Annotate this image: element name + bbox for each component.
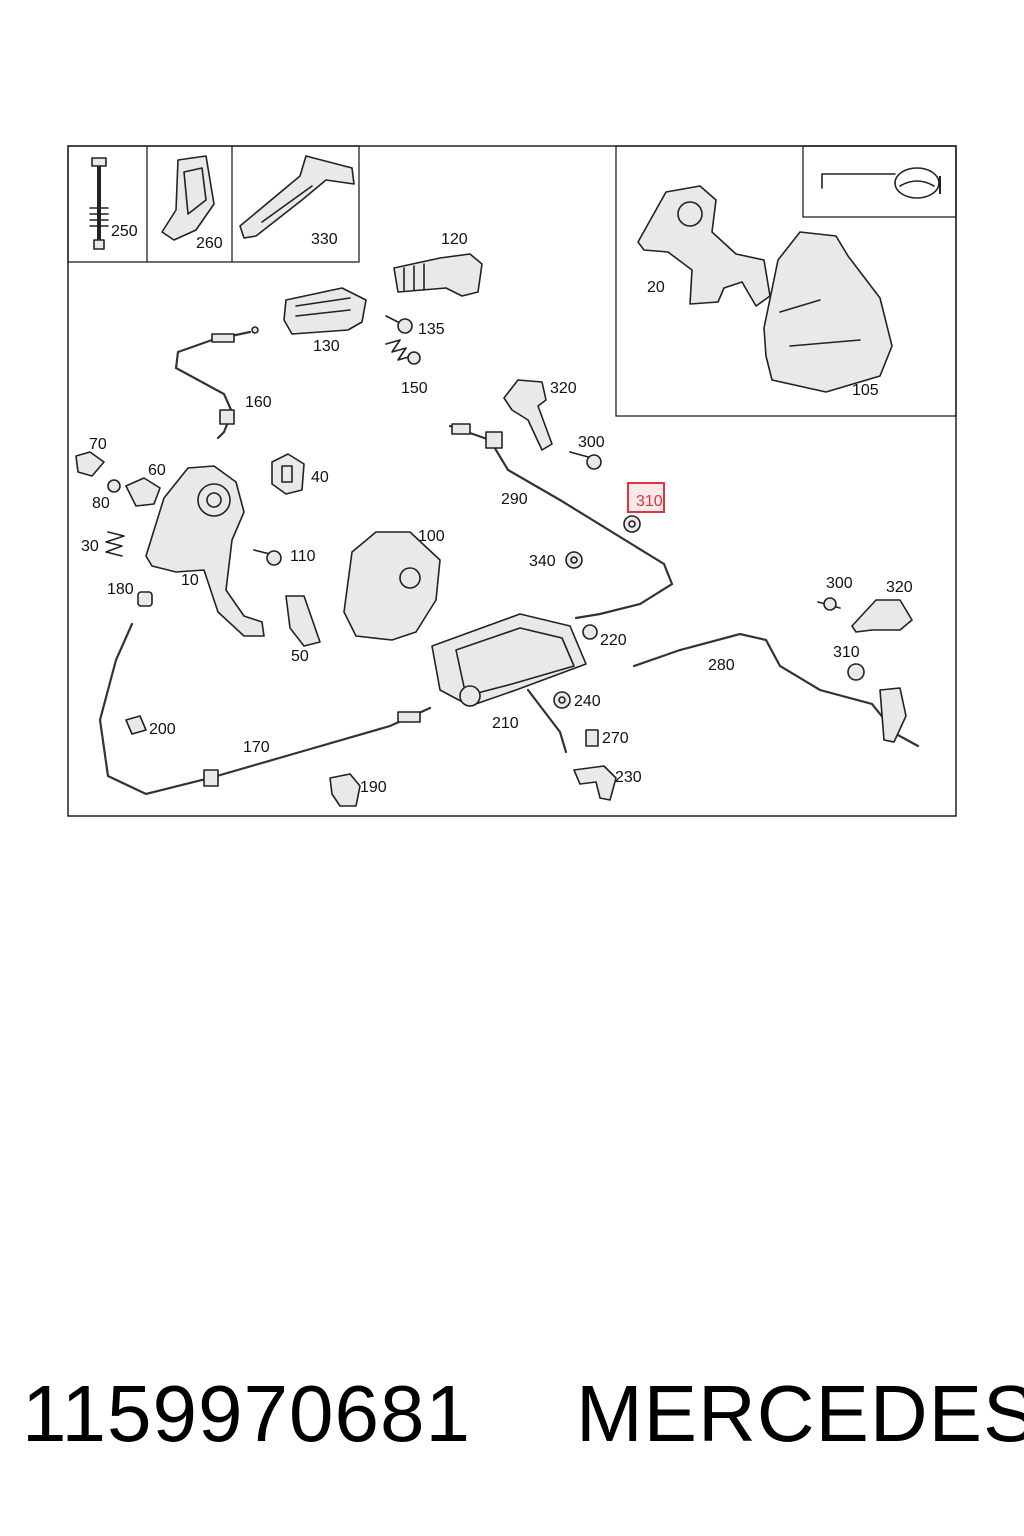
part-290-cable-shape (448, 423, 674, 620)
label-190[interactable]: 190 (360, 779, 387, 796)
label-260[interactable]: 260 (196, 235, 223, 252)
label-30[interactable]: 30 (81, 538, 99, 555)
label-70[interactable]: 70 (89, 436, 107, 453)
label-310-lower[interactable]: 310 (833, 644, 860, 661)
part-10-pedal-shape (145, 465, 265, 637)
label-110[interactable]: 110 (290, 548, 316, 565)
label-310-highlighted[interactable]: 310 (636, 493, 663, 510)
part-160-rod-shape (174, 326, 259, 440)
label-200[interactable]: 200 (149, 721, 176, 738)
part-180-shape (137, 591, 153, 607)
lever-shape (879, 687, 907, 743)
label-130[interactable]: 130 (313, 338, 340, 355)
label-280[interactable]: 280 (708, 657, 735, 674)
part-260-bracket-shape (161, 155, 215, 241)
label-80[interactable]: 80 (92, 495, 110, 512)
label-220[interactable]: 220 (600, 632, 627, 649)
part-30-spring-shape (105, 531, 125, 557)
part-120-shape (393, 253, 483, 297)
part-105-shape (763, 231, 893, 393)
part-labels: 250 260 330 120 130 135 150 160 320 300 … (81, 223, 913, 796)
part-50-pad-shape (285, 595, 321, 647)
part-300-bolt-shape (569, 451, 602, 470)
parts-diagram: 250 260 330 120 130 135 150 160 320 300 … (67, 145, 957, 817)
part-220-nut-shape (582, 624, 598, 640)
steering-wheel-icon (821, 167, 941, 199)
label-320-lower[interactable]: 320 (886, 579, 913, 596)
part-320-lower-bracket-shape (851, 599, 913, 633)
label-105[interactable]: 105 (852, 382, 879, 399)
part-110-bolt-shape (253, 549, 282, 566)
part-320-bracket-shape (503, 379, 553, 451)
part-310-lower-washer-shape (847, 663, 865, 681)
part-130-shape (283, 287, 367, 335)
part-190-holder-shape (329, 773, 361, 807)
part-135-screw-shape (385, 315, 413, 334)
part-230-clip-shape (573, 765, 617, 801)
label-320-upper[interactable]: 320 (550, 380, 577, 397)
label-20[interactable]: 20 (647, 279, 665, 296)
part-170-cable-shape (98, 622, 432, 796)
label-300-upper[interactable]: 300 (578, 434, 605, 451)
part-200-clip-shape (125, 715, 147, 735)
diagram-frame (67, 145, 957, 817)
label-160[interactable]: 160 (245, 394, 272, 411)
label-40[interactable]: 40 (311, 469, 329, 486)
label-300-lower[interactable]: 300 (826, 575, 853, 592)
brand-name: MERCEDES (576, 1369, 1024, 1458)
part-80-shape (107, 479, 121, 493)
part-330-arm-shape (239, 155, 355, 239)
part-300-lower-bolt-shape (817, 597, 841, 611)
label-340[interactable]: 340 (529, 553, 556, 570)
part-40-shape (271, 453, 305, 495)
label-150[interactable]: 150 (401, 380, 428, 397)
part-250-bolt-shape (89, 157, 109, 250)
label-120[interactable]: 120 (441, 231, 468, 248)
label-100[interactable]: 100 (418, 528, 445, 545)
label-250[interactable]: 250 (111, 223, 138, 240)
highlight-box-310 (627, 482, 665, 513)
label-240[interactable]: 240 (574, 693, 601, 710)
part-240-nut-shape (553, 691, 571, 709)
label-60[interactable]: 60 (148, 462, 166, 479)
label-10[interactable]: 10 (181, 572, 199, 589)
part-100-cover-shape (343, 531, 441, 641)
part-20-shape (637, 185, 771, 307)
part-270-screw-shape (585, 729, 599, 747)
label-180[interactable]: 180 (107, 581, 134, 598)
label-135[interactable]: 135 (418, 321, 445, 338)
label-290[interactable]: 290 (501, 491, 528, 508)
label-330[interactable]: 330 (311, 231, 338, 248)
label-210[interactable]: 210 (492, 715, 519, 732)
part-310-washer-shape (623, 515, 641, 533)
label-230[interactable]: 230 (615, 769, 642, 786)
part-210-housing-shape (431, 613, 587, 707)
part-60-shape (125, 477, 161, 507)
part-340-nut-shape (565, 551, 583, 569)
part-150-spring-shape (385, 339, 421, 365)
label-270[interactable]: 270 (602, 730, 629, 747)
part-number: 1159970681 (22, 1369, 471, 1458)
label-50[interactable]: 50 (291, 648, 309, 665)
part-70-shape (75, 451, 105, 477)
label-170[interactable]: 170 (243, 739, 270, 756)
